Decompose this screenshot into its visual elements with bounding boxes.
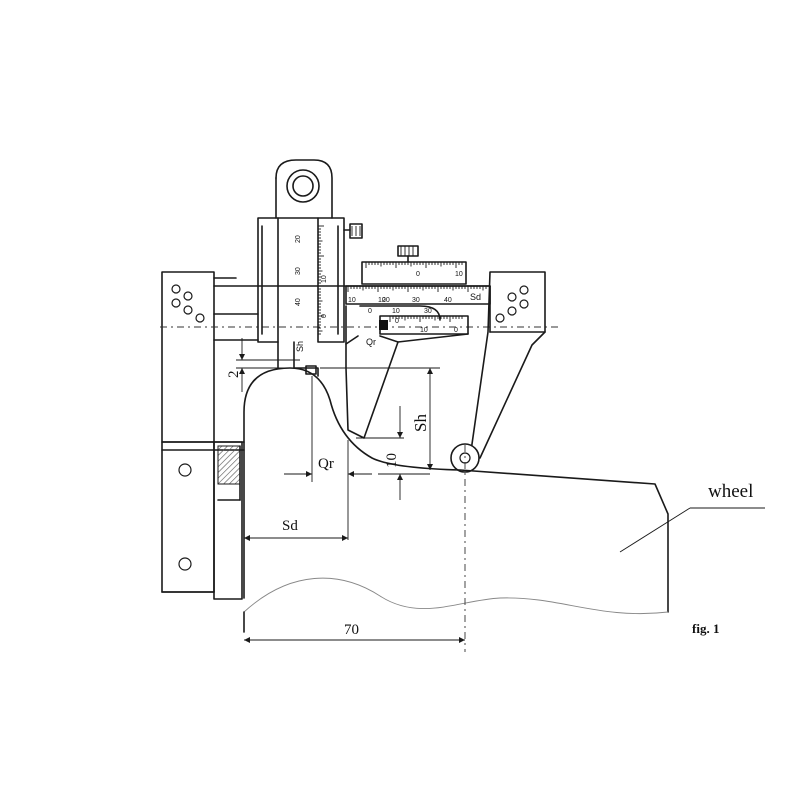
dimension-10: 10 <box>356 406 430 500</box>
scale-tick: 10 <box>392 308 400 315</box>
dimension-2: 2 <box>226 338 300 392</box>
sd-label: Sd <box>282 518 298 534</box>
scale-sd-label: Sd <box>470 292 481 302</box>
hole-icon <box>495 313 505 323</box>
dimension-sh: Sh <box>320 367 440 470</box>
scale-tick: 0 <box>321 314 328 318</box>
qr-slider: 0 10 0 Qr <box>345 305 469 439</box>
dimension-sd: Sd <box>244 518 348 541</box>
dim-70-label: 70 <box>344 622 359 638</box>
hole-icon <box>519 299 529 309</box>
scale-tick: 40 <box>295 298 302 306</box>
screw-icon <box>178 557 192 571</box>
hole-icon <box>507 292 517 302</box>
dim-2-label: 2 <box>226 371 242 379</box>
figure-caption: fig. 1 <box>692 621 719 636</box>
hole-icon <box>171 284 181 294</box>
sh-label: Sh <box>411 414 430 432</box>
scale-qr-label: Qr <box>366 337 376 347</box>
scale-tick: 20 <box>382 297 390 304</box>
screw-icon <box>178 463 192 477</box>
scale-tick: 10 <box>420 327 428 334</box>
scale-tick: 30 <box>295 267 302 275</box>
scale-tick: 0 <box>454 327 458 334</box>
scale-sh-label: Sh <box>295 341 305 352</box>
scale-tick: 0 <box>416 271 420 278</box>
dimension-70: 70 <box>244 622 465 643</box>
hole-icon <box>183 305 193 315</box>
scale-tick: 10 <box>348 297 356 304</box>
qr-label: Qr <box>318 456 334 472</box>
hole-icon <box>195 313 205 323</box>
dim-10-label: 10 <box>384 453 400 468</box>
hole-icon <box>507 306 517 316</box>
hole-icon <box>183 291 193 301</box>
wheel-profile <box>243 367 669 633</box>
scale-tick: 40 <box>444 297 452 304</box>
scale-tick: 10 <box>455 271 463 278</box>
sh-scale-ticks <box>318 225 324 335</box>
scale-tick: 20 <box>295 235 302 243</box>
scale-tick: 0 <box>395 318 399 325</box>
qr-marker-icon <box>379 320 388 330</box>
hatched-insert <box>217 445 241 485</box>
wheel-label: wheel <box>708 481 753 502</box>
scale-tick: 10 <box>321 275 328 283</box>
hole-icon <box>171 298 181 308</box>
scale-tick: 10 <box>378 297 386 304</box>
dimension-qr: Qr <box>284 376 372 540</box>
left-frame <box>161 271 245 600</box>
sd-horizontal-slider: 0 10 10 20 30 40 Sd 0 10 10 30 <box>345 245 491 321</box>
wheel-callout: wheel <box>619 481 765 553</box>
scale-tick: 0 <box>368 308 372 315</box>
sh-vertical-slider: 20 30 40 10 0 Sh <box>257 159 363 377</box>
hole-icon <box>519 285 529 295</box>
right-frame <box>450 271 546 473</box>
scale-tick: 30 <box>424 308 432 315</box>
scale-tick: 30 <box>412 297 420 304</box>
